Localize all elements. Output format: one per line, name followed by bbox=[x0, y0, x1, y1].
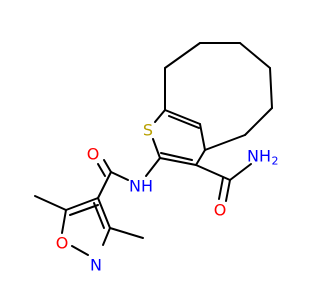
molecule-structure: S NH O NH 2 O O N bbox=[34, 42, 279, 275]
amide-oxygen-label: O bbox=[87, 145, 100, 164]
cyclooctane-ring bbox=[164, 42, 273, 151]
bond bbox=[239, 42, 271, 69]
amide-linkage bbox=[97, 157, 161, 199]
bond-double bbox=[218, 177, 224, 200]
bond bbox=[110, 171, 129, 181]
bond bbox=[154, 109, 166, 123]
bond bbox=[225, 179, 231, 202]
bond bbox=[103, 159, 112, 173]
bond bbox=[229, 163, 252, 181]
amine-nh2-label: NH 2 bbox=[247, 147, 279, 168]
bond bbox=[71, 245, 89, 256]
amine-subscript: 2 bbox=[272, 155, 279, 168]
carbamoyl-oxygen-label: O bbox=[214, 201, 227, 220]
bond-double bbox=[160, 152, 193, 161]
amide-nh-label: NH bbox=[129, 177, 153, 196]
bond bbox=[65, 197, 99, 211]
bond-double bbox=[97, 163, 106, 177]
bond bbox=[204, 134, 246, 151]
bond bbox=[195, 164, 231, 181]
bond bbox=[159, 157, 197, 166]
bond bbox=[109, 227, 144, 239]
bond bbox=[164, 42, 201, 69]
bond bbox=[102, 227, 111, 246]
bond bbox=[34, 195, 67, 211]
bond bbox=[195, 149, 206, 166]
isoxazole-nitrogen-label: N bbox=[90, 256, 102, 275]
methyl-groups bbox=[34, 195, 144, 239]
isoxazole-ring bbox=[61, 197, 111, 256]
thiophene-ring bbox=[152, 109, 206, 166]
bond bbox=[244, 107, 273, 136]
bond-double bbox=[168, 115, 200, 129]
bond bbox=[269, 67, 273, 109]
bond bbox=[164, 109, 201, 125]
bond bbox=[145, 157, 161, 177]
bond-double bbox=[69, 204, 99, 216]
bond bbox=[61, 209, 67, 234]
bond bbox=[97, 197, 111, 229]
bond bbox=[152, 138, 161, 159]
bond-double bbox=[93, 202, 105, 229]
carbamoyl-group bbox=[195, 163, 252, 202]
bond bbox=[199, 123, 206, 151]
structure-canvas: S NH O NH 2 O O N bbox=[34, 42, 279, 275]
isoxazole-oxygen-label: O bbox=[56, 234, 69, 253]
bond bbox=[97, 171, 112, 199]
sulfur-label: S bbox=[143, 121, 153, 140]
amine-nh-text: NH bbox=[247, 147, 271, 166]
